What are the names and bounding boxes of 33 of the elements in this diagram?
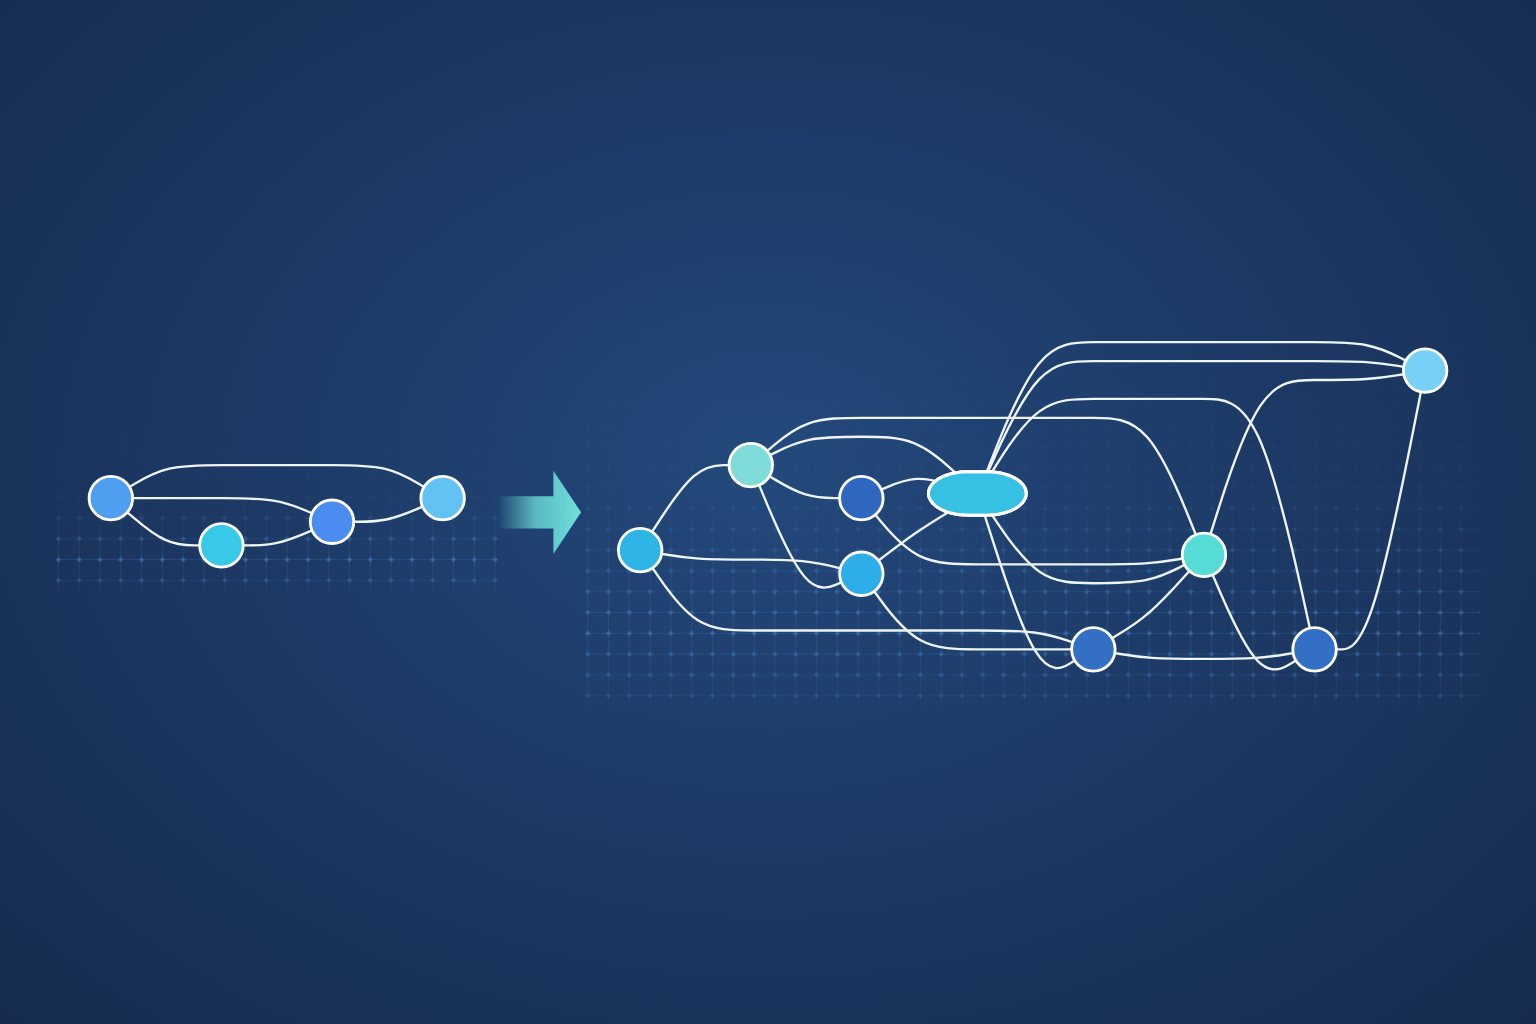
node-circle xyxy=(1180,531,1228,578)
arrow xyxy=(497,470,582,554)
connector xyxy=(989,397,1312,629)
connector xyxy=(1114,651,1294,660)
node-circle xyxy=(1070,625,1117,673)
node-circle xyxy=(198,521,245,569)
connector xyxy=(1111,569,1191,639)
connector xyxy=(126,511,200,547)
node-circle xyxy=(308,498,356,545)
node-circle xyxy=(838,550,885,597)
connector xyxy=(873,590,1072,651)
connector xyxy=(1209,372,1404,535)
connector xyxy=(983,514,1076,669)
node-circle xyxy=(87,474,134,521)
connector xyxy=(353,505,424,523)
connector xyxy=(758,484,842,589)
connector xyxy=(651,463,729,533)
connector xyxy=(651,567,1074,644)
connector xyxy=(132,496,313,514)
connector xyxy=(766,416,1197,535)
connector xyxy=(874,513,1183,566)
connector xyxy=(243,528,313,547)
connector xyxy=(1336,391,1423,651)
node-circle xyxy=(1291,625,1338,673)
node-circle xyxy=(617,526,664,573)
connector xyxy=(128,463,425,488)
connector xyxy=(768,474,840,499)
connector xyxy=(1211,574,1297,671)
node-circle xyxy=(727,441,774,488)
node-circle xyxy=(419,474,466,521)
connector xyxy=(661,552,841,570)
node-circle xyxy=(1402,347,1449,394)
node-circle xyxy=(838,474,885,521)
